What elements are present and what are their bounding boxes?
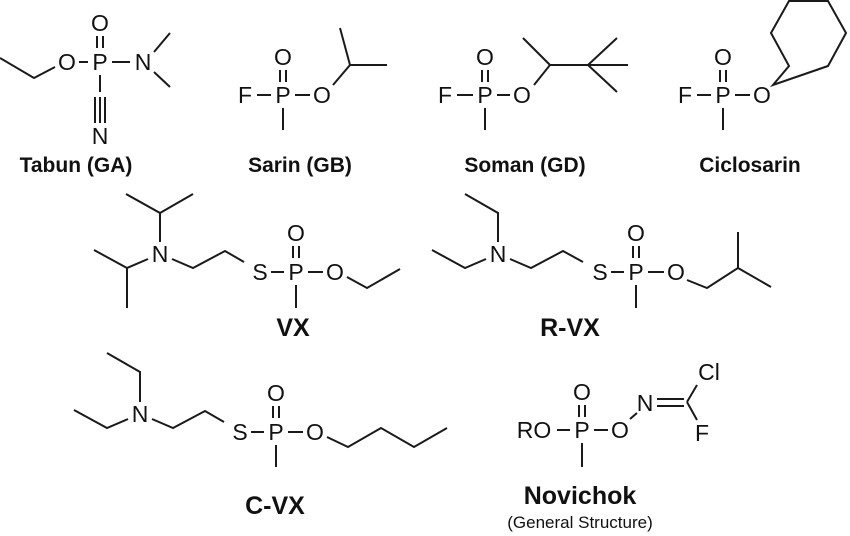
atom-oxygen: O — [287, 220, 305, 246]
atom-phosphorus: P — [574, 417, 589, 443]
atom-oxygen: O — [714, 44, 732, 70]
atom-oxygen: O — [476, 44, 494, 70]
molecule-label: Tabun (GA) — [20, 154, 133, 177]
atom-phosphorus: P — [715, 82, 730, 108]
atom-sulfur: S — [252, 259, 267, 285]
molecule-tabun: O P N O N Tabun (GA) — [0, 10, 171, 177]
atom-fluorine: F — [678, 82, 692, 108]
atom-fluorine: F — [438, 82, 452, 108]
atom-oxygen: O — [274, 44, 292, 70]
molecule-label: Ciclosarin — [699, 154, 801, 177]
atom-oxygen: O — [627, 220, 645, 246]
molecule-label: Soman (GD) — [464, 154, 585, 177]
atom-phosphorus: P — [477, 82, 492, 108]
atom-sulfur: S — [232, 419, 247, 445]
atom-nitrogen: N — [637, 390, 654, 416]
atom-chlorine: Cl — [698, 359, 720, 385]
atom-phosphorus: P — [628, 259, 643, 285]
atom-phosphorus: P — [288, 259, 303, 285]
atom-oxygen: O — [267, 380, 285, 406]
atom-oxygen: O — [58, 49, 76, 75]
atom-phosphorus: P — [268, 419, 283, 445]
molecule-sublabel: (General Structure) — [507, 513, 653, 532]
atom-phosphorus: P — [275, 82, 290, 108]
atom-nitrogen: N — [92, 123, 109, 149]
atom-alkoxy: RO — [517, 417, 552, 443]
molecule-label: Novichok — [524, 482, 637, 510]
molecule-soman: F P O O Soman (GD) — [438, 37, 628, 177]
atom-oxygen: O — [573, 379, 591, 405]
atom-fluorine: F — [695, 420, 709, 446]
molecule-novichok: RO P O O N Cl F Novichok (General Struct… — [507, 359, 720, 532]
atom-oxygen: O — [513, 82, 531, 108]
atom-fluorine: F — [238, 82, 252, 108]
molecule-vx: N S P O O VX — [93, 193, 401, 342]
atom-oxygen: O — [313, 82, 331, 108]
atom-oxygen: O — [91, 10, 109, 36]
molecule-label: Sarin (GB) — [248, 154, 352, 177]
atom-nitrogen: N — [152, 241, 169, 267]
atom-nitrogen: N — [490, 241, 507, 267]
molecule-label: C-VX — [245, 492, 305, 520]
atom-oxygen: O — [611, 417, 629, 443]
atom-nitrogen: N — [132, 401, 149, 427]
atom-oxygen: O — [667, 259, 685, 285]
molecule-label: VX — [276, 314, 310, 342]
atom-nitrogen: N — [135, 49, 152, 75]
molecule-ciclosarin: F P O O Ciclosarin — [678, 0, 848, 177]
atom-phosphorus: P — [92, 49, 107, 75]
molecule-c-vx: N S P O O C-VX — [73, 352, 448, 520]
atom-sulfur: S — [592, 259, 607, 285]
molecule-sarin: F P O O Sarin (GB) — [238, 27, 387, 177]
atom-oxygen: O — [326, 259, 344, 285]
atom-oxygen: O — [753, 82, 771, 108]
atom-oxygen: O — [306, 419, 324, 445]
molecule-label: R-VX — [540, 314, 600, 342]
molecule-r-vx: N S P O O R-VX — [431, 193, 772, 342]
